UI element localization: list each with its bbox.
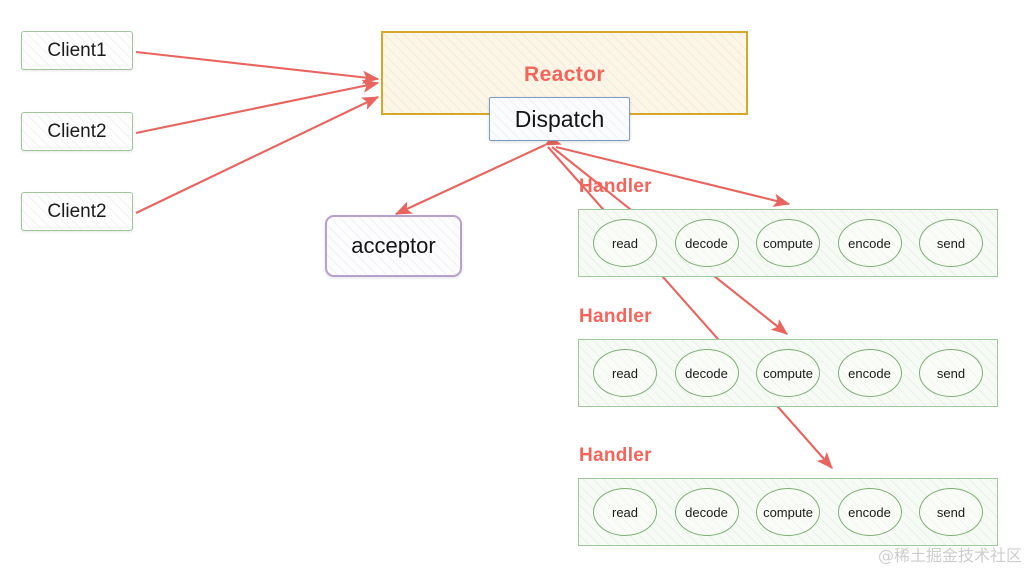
arrow-dispatch-to-handler1 (555, 145, 791, 207)
handler-stage-encode[interactable]: encode (837, 488, 902, 536)
handler-stage-decode[interactable]: decode (674, 488, 739, 536)
handler-stage-decode[interactable]: decode (674, 219, 739, 267)
handler-box-1[interactable]: read decode compute encode send (578, 209, 998, 277)
handler-stage-encode[interactable]: encode (837, 349, 902, 397)
arrow-client2a-to-reactor (135, 79, 380, 135)
arrow-client2b-to-reactor (135, 96, 380, 214)
handler-stage-send[interactable]: send (919, 219, 983, 267)
acceptor-label: acceptor (351, 233, 436, 258)
client-label: Client2 (47, 200, 107, 222)
handler-stage-send[interactable]: send (919, 488, 983, 536)
client-label: Client2 (47, 120, 107, 142)
acceptor-box[interactable]: acceptor (325, 215, 462, 277)
watermark: @稀土掘金技术社区 (877, 546, 1022, 565)
arrow-dispatch-to-handler3 (547, 146, 833, 469)
arrow-client1-to-reactor (135, 50, 380, 84)
client-label: Client1 (47, 39, 107, 61)
handler-box-3[interactable]: read decode compute encode send (578, 478, 998, 546)
handler-stage-compute[interactable]: compute (756, 219, 820, 267)
handler-stage-compute[interactable]: compute (756, 488, 820, 536)
handler-label-1: Handler (579, 176, 652, 197)
handler-label-2: Handler (579, 306, 652, 327)
handler-stage-encode[interactable]: encode (837, 219, 902, 267)
client-box-2[interactable]: Client2 (21, 112, 133, 151)
client-box-3[interactable]: Client2 (21, 192, 133, 231)
handler-stage-read[interactable]: read (593, 219, 657, 267)
reactor-label: Reactor (524, 63, 605, 86)
handler-stage-read[interactable]: read (593, 488, 657, 536)
arrow-acceptor-dispatch (394, 132, 562, 215)
handler-stage-read[interactable]: read (593, 349, 657, 397)
handler-label-3: Handler (579, 445, 652, 466)
dispatch-label: Dispatch (514, 105, 605, 132)
handler-box-2[interactable]: read decode compute encode send (578, 339, 998, 407)
dispatch-box[interactable]: Dispatch (489, 97, 630, 141)
handler-stage-send[interactable]: send (919, 349, 983, 397)
client-box-1[interactable]: Client1 (21, 31, 133, 70)
handler-stage-compute[interactable]: compute (756, 349, 820, 397)
handler-stage-decode[interactable]: decode (674, 349, 739, 397)
